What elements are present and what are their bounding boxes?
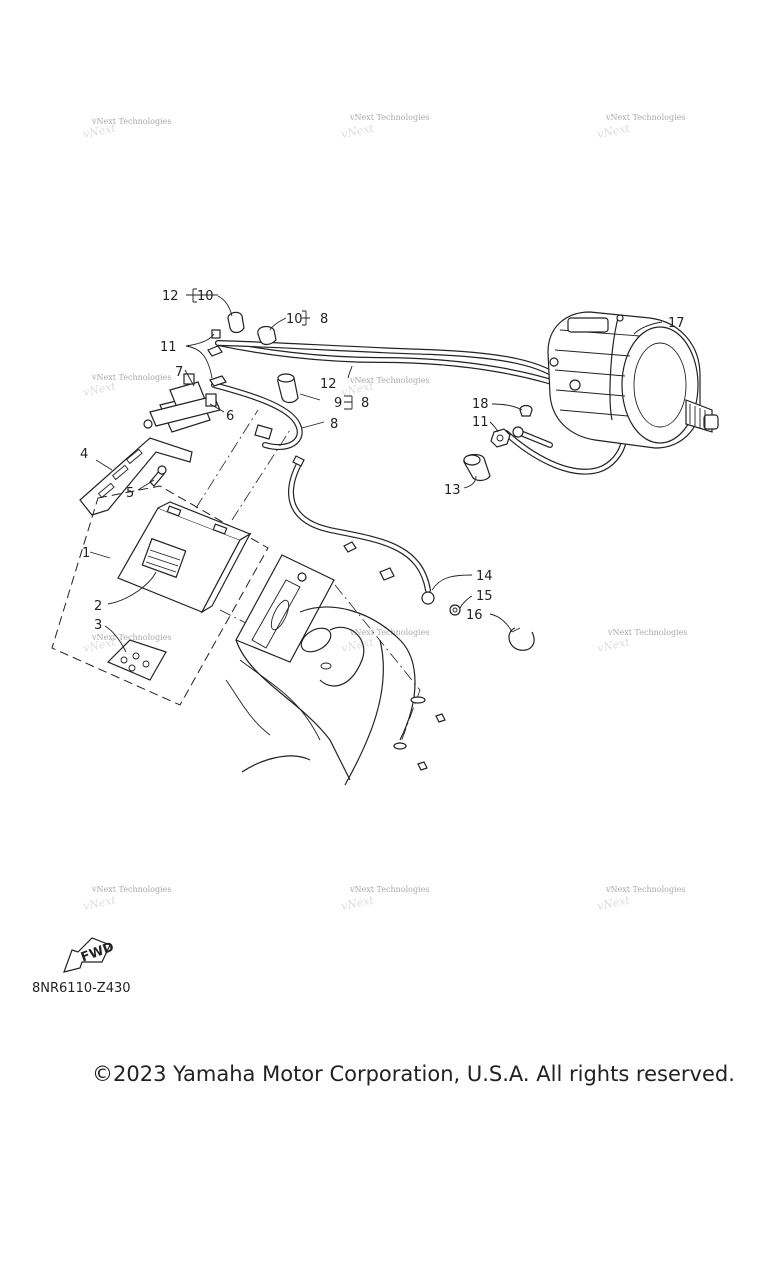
svg-text:vNext Technologies: vNext Technologies [607,628,687,637]
svg-text:vNext Technologies: vNext Technologies [349,628,429,637]
watermark-mid-center: vNext vNext Technologies [340,376,430,399]
svg-text:vNext Technologies: vNext Technologies [605,885,685,894]
callout-9: 9 [334,396,342,411]
bolt-5 [149,465,167,487]
starter-relay-7 [143,373,221,433]
callout-11-left: 11 [160,340,177,355]
svg-text:vNext: vNext [596,893,632,913]
callout-18: 18 [472,397,489,412]
watermark-bottom-right: vNext vNext Technologies [596,885,686,913]
battery-cable-8 [211,382,303,450]
terminal-18 [519,404,533,417]
fwd-arrow-icon: FWD [63,937,116,973]
callout-16: 16 [466,608,483,623]
svg-text:vNext Technologies: vNext Technologies [605,113,685,122]
cable-end-right [512,426,553,448]
mount-bracket [235,554,335,663]
callout-5: 5 [126,486,134,501]
svg-text:vNext: vNext [596,635,632,655]
diagram-code: 8NR6110-Z430 [32,981,131,996]
svg-text:vNext Technologies: vNext Technologies [91,885,171,894]
hull-section [225,554,416,786]
leader-lines [89,288,663,653]
callout-12-mid: 12 [320,377,337,392]
nuts-11-upper [207,329,227,387]
boot-13 [463,453,491,482]
callout-10-top: 10 [197,289,214,304]
battery-label [141,537,187,579]
callout-17: 17 [668,316,685,331]
watermark-low-right: vNext vNext Technologies [596,628,688,655]
svg-text:vNext Technologies: vNext Technologies [91,373,171,382]
nut-11-right [490,428,511,448]
callout-8-mid: 8 [361,396,369,411]
cable-14-ring-terminal [421,591,435,605]
svg-text:vNext: vNext [596,121,632,141]
cap-9 [277,373,299,404]
svg-text:vNext Technologies: vNext Technologies [91,633,171,642]
callout-8-top: 8 [320,312,328,327]
battery-2 [117,501,252,614]
cap-10-left [227,311,245,334]
starter-motor-17 [547,311,719,449]
callout-1: 1 [82,546,90,561]
cap-10-right [257,325,277,346]
callout-7: 7 [175,365,183,380]
watermark-bottom-center: vNext vNext Technologies [340,885,430,913]
battery-box-outline [51,485,269,706]
callout-15: 15 [476,589,493,604]
relay-cap-6 [205,393,217,407]
hull-bolts [343,541,446,771]
callout-12-top: 12 [162,289,179,304]
svg-text:vNext: vNext [82,893,118,913]
watermark-mid-left: vNext vNext Technologies [82,373,172,399]
copyright-notice: ©2023 Yamaha Motor Corporation, U.S.A. A… [92,1062,735,1086]
washer-15 [449,604,461,616]
cable-8-terminal [254,424,273,440]
callout-11-right: 11 [472,415,489,430]
svg-text:vNext Technologies: vNext Technologies [91,117,171,126]
callout-14: 14 [476,569,493,584]
svg-text:vNext Technologies: vNext Technologies [349,113,429,122]
callout-4: 4 [80,447,88,462]
watermark-top-right: vNext vNext Technologies [596,113,686,141]
watermark-bottom-left: vNext vNext Technologies [82,885,172,913]
clamp-16 [508,627,535,651]
battery-pad-3 [106,639,167,681]
watermark-top-left: vNext vNext Technologies [82,117,172,141]
battery-band-4 [79,437,193,516]
callout-6: 6 [226,409,234,424]
callout-8-lower: 8 [330,417,338,432]
watermark-low-center: vNext vNext Technologies [340,628,430,655]
watermark-top-center: vNext vNext Technologies [340,113,430,141]
callout-13: 13 [444,483,461,498]
callout-10-right: 10 [286,312,303,327]
svg-text:vNext Technologies: vNext Technologies [349,376,429,385]
callout-3: 3 [94,618,102,633]
svg-text:vNext: vNext [340,121,376,141]
ground-cable-14 [288,455,435,605]
svg-text:vNext: vNext [340,893,376,913]
callout-labels: 12 10 10 8 11 7 6 12 9 8 8 4 5 18 11 13 … [80,289,685,633]
svg-text:vNext Technologies: vNext Technologies [349,885,429,894]
svg-text:vNext: vNext [82,379,118,399]
callout-2: 2 [94,599,102,614]
svg-text:vNext: vNext [340,635,376,655]
